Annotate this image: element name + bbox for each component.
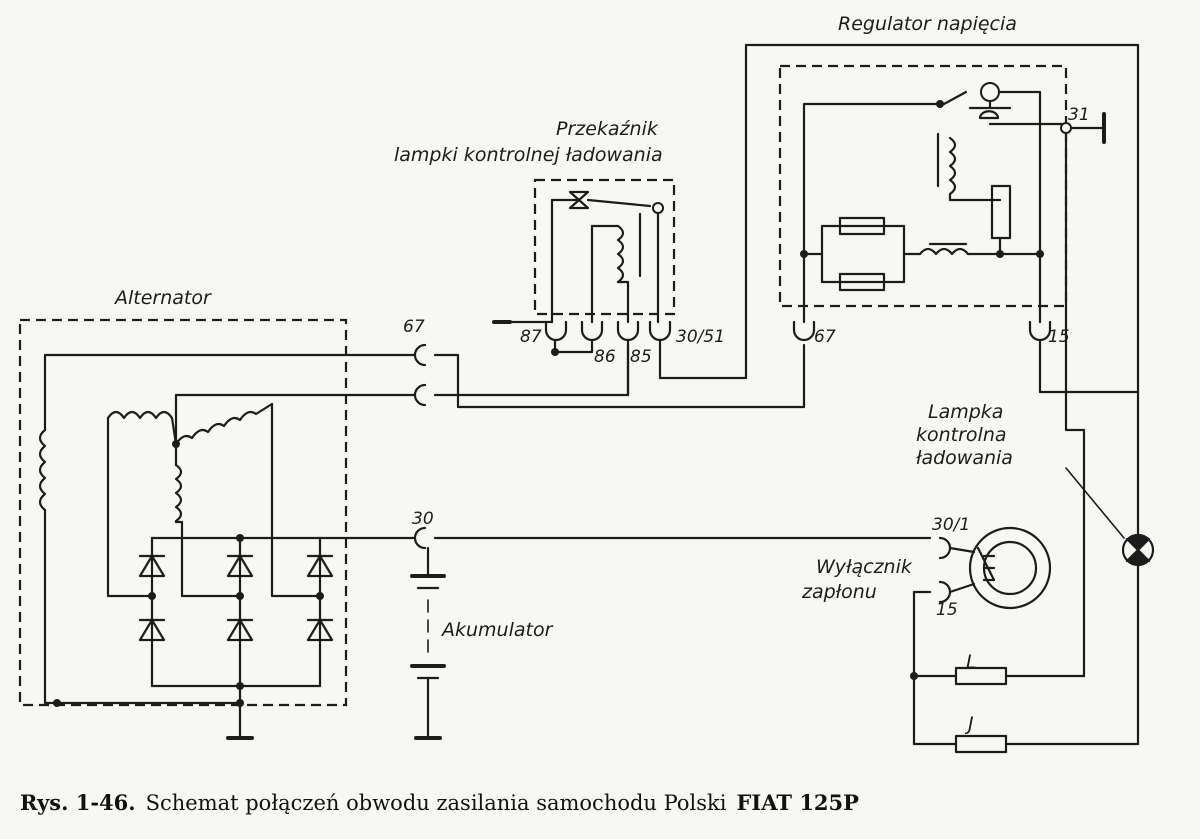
diode-upper-3: [306, 554, 334, 578]
relay-box: [533, 178, 676, 316]
regulator-upper-contact: [980, 82, 1000, 102]
stator-coil-1: [106, 410, 178, 446]
caption-prefix: Rys. 1-46.: [20, 790, 136, 815]
diode-lower-2: [226, 618, 254, 642]
voltage-regulator: [800, 82, 1106, 678]
terminal-87-label: 87: [520, 327, 542, 347]
battery: [410, 546, 446, 740]
lamp-label-3: ładowania: [916, 447, 1013, 469]
lamp-label-1: Lampka: [928, 401, 1003, 423]
relay-coil: [616, 224, 625, 284]
terminal-30-label: 30: [412, 509, 434, 529]
figure-caption: Rys. 1-46. Schemat połączeń obwodu zasil…: [20, 790, 859, 815]
stator-coil-2: [174, 402, 274, 446]
connector-d-alt: [413, 383, 427, 407]
charge-indicator-lamp: [1065, 467, 1155, 567]
alternator: [38, 353, 417, 740]
terminal-87: [544, 320, 568, 342]
terminal-31-label: 31: [1068, 105, 1090, 125]
relay-label-2: lampki kontrolnej ładowania: [394, 144, 663, 166]
regulator-label: Regulator napięcia: [838, 13, 1017, 35]
wire-3051-lamp: [658, 43, 1140, 537]
fuse-l-label: L: [966, 651, 977, 673]
diode-lower-3: [306, 618, 334, 642]
battery-label: Akumulator: [440, 619, 554, 641]
regulator-resistor-1: [838, 216, 886, 236]
terminal-15-reg-label: 15: [1048, 327, 1070, 347]
terminal-86: [580, 320, 604, 342]
terminal-15-sw-label: 15: [936, 600, 958, 620]
field-coil: [38, 428, 47, 512]
connector-301: [938, 536, 952, 560]
terminal-85: [616, 320, 640, 342]
wire-67: [433, 343, 806, 409]
ignition-switch: [968, 526, 1052, 610]
wire-lamp-fuse-j: [1004, 563, 1140, 746]
caption-text: Schemat połączeń obwodu zasilania samoch…: [146, 791, 727, 815]
alternator-box: [18, 318, 348, 707]
terminal-67-alt-label: 67: [403, 317, 425, 337]
fuse-l: [954, 666, 1008, 686]
regulator-resistor-v: [990, 184, 1012, 240]
terminal-3051: [648, 320, 672, 342]
fuse-j: [954, 734, 1008, 754]
terminal-3051-label: 30/51: [676, 327, 725, 347]
switch-label-1: Wyłącznik: [816, 556, 913, 578]
switch-label-2: zapłonu: [801, 581, 877, 603]
diode-upper-2: [226, 554, 254, 578]
connector-67-alt: [413, 343, 427, 367]
relay-contact: [568, 190, 590, 210]
regulator-coil: [948, 136, 957, 196]
terminal-67-reg: [792, 320, 816, 342]
regulator-contact-arm: [942, 90, 968, 106]
relay: [492, 190, 664, 356]
terminal-86-label: 86: [594, 347, 616, 367]
regulator-lower-contact: [978, 110, 1000, 120]
lamp-leader-line: [1065, 467, 1125, 539]
terminal-67-reg-label: 67: [814, 327, 836, 347]
stator-coil-3: [174, 463, 183, 524]
fuse-j-label: J: [964, 713, 974, 735]
diode-lower-1: [138, 618, 166, 642]
diode-upper-1: [138, 554, 166, 578]
connector-30-alt: [413, 526, 427, 550]
regulator-choke: [918, 247, 970, 256]
caption-model: FIAT 125P: [737, 790, 860, 815]
lamp-label-2: kontrolna: [916, 424, 1007, 446]
relay-label-1: Przekaźnik: [556, 118, 659, 140]
regulator-resistor-2: [838, 272, 886, 292]
terminal-15-reg: [1028, 320, 1052, 342]
connector-15-sw: [938, 580, 952, 604]
terminal-85-label: 85: [630, 347, 652, 367]
terminal-301-label: 30/1: [932, 515, 970, 535]
alternator-label: Alternator: [113, 287, 212, 309]
